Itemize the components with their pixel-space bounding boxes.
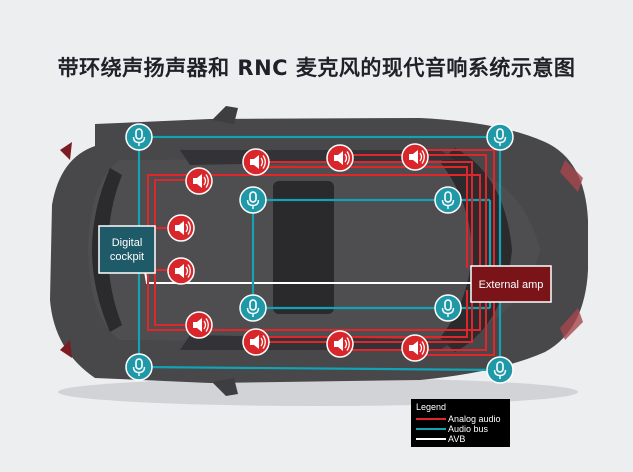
left-mirror [212,106,238,124]
speaker-icon-rear-top [185,167,213,195]
microphone-icon-rear-top [125,123,153,151]
legend-bus: Audio bus [448,424,489,434]
microphone-icon-inner-rear-bottom [239,294,267,322]
tail-light-top [60,142,72,160]
external-amp-box: External amp [470,265,552,303]
speaker-icon-cockpit-lower [167,257,195,285]
right-mirror [212,378,238,396]
cockpit-label-line1: Digital [112,237,143,249]
tail-light-bottom [60,340,72,358]
speaker-icon-top-3 [401,143,429,171]
speaker-icon-top-2 [326,144,354,172]
speaker-icon-bottom-1 [242,328,270,356]
microphone-icon-front-bottom [486,356,514,384]
microphone-icon-inner-front-top [434,186,462,214]
microphone-icon-front-top [486,123,514,151]
speaker-icon-bottom-3 [401,334,429,362]
legend-analog: Analog audio [448,414,501,424]
speaker-icon-rear-bottom [185,311,213,339]
page-title: 带环绕声扬声器和 RNC 麦克风的现代音响系统示意图 [57,56,576,80]
speaker-icon-cockpit-upper [167,214,195,242]
cockpit-label-line2: cockpit [110,251,144,263]
legend: Legend Analog audio Audio bus AVB [411,399,510,447]
legend-avb: AVB [448,434,465,444]
microphone-icon-rear-bottom [125,353,153,381]
headlight-top [560,160,583,192]
legend-title: Legend [416,402,446,412]
microphone-icon-inner-rear-top [239,186,267,214]
headlight-bottom [560,308,583,340]
digital-cockpit-box: Digital cockpit [98,225,156,274]
sunroof [273,181,334,314]
amp-label: External amp [479,279,544,291]
speaker-icon-bottom-2 [326,330,354,358]
microphone-icon-inner-front-bottom [434,294,462,322]
speaker-icon-top-1 [242,148,270,176]
